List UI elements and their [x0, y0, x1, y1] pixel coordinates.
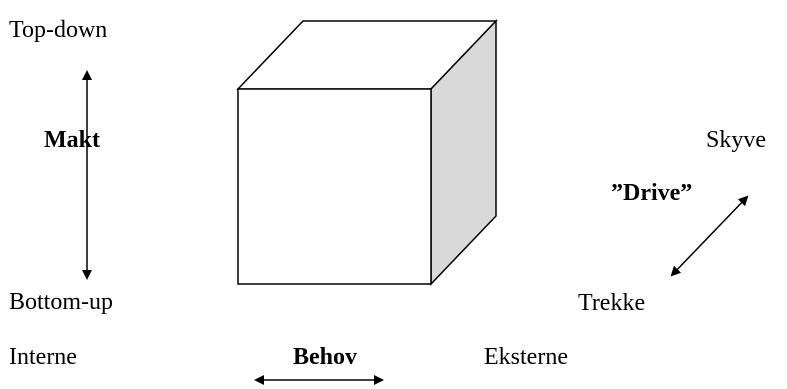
label-makt: Makt: [44, 127, 100, 153]
label-bottom-up: Bottom-up: [9, 289, 114, 315]
label-eksterne: Eksterne: [484, 344, 568, 370]
label-trekke: Trekke: [578, 290, 646, 316]
label-skyve: Skyve: [706, 127, 766, 153]
label-drive: ”Drive”: [611, 180, 693, 206]
cube: [236, 19, 498, 286]
label-behov: Behov: [290, 345, 361, 369]
label-top-down: Top-down: [9, 17, 108, 43]
drive-axis-arrow: [670, 195, 749, 277]
label-interne: Interne: [9, 344, 77, 370]
cube-front-face: [237, 88, 432, 285]
